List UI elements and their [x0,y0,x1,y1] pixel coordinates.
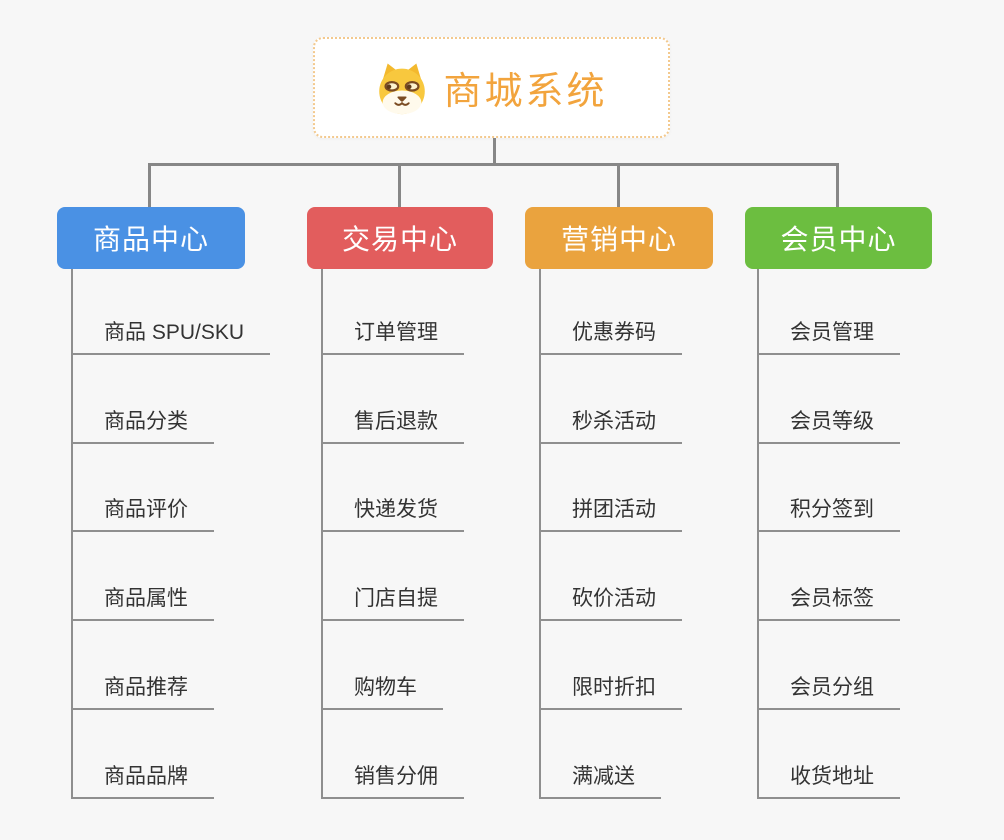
child-node[interactable]: 售后退款 [321,355,464,444]
child-node[interactable]: 积分签到 [757,444,900,533]
branch-children-trade: 订单管理 售后退款 快递发货 门店自提 购物车 销售分佣 [321,266,464,799]
connector-drop [617,165,620,208]
child-node[interactable]: 订单管理 [321,266,464,355]
child-node[interactable]: 购物车 [321,621,464,710]
child-label: 会员标签 [757,582,900,622]
child-label: 购物车 [321,671,443,710]
child-node[interactable]: 会员等级 [757,355,900,444]
doge-icon [375,61,429,115]
branch-node-member-center[interactable]: 会员中心 [745,207,932,269]
branch-node-product-center[interactable]: 商品中心 [57,207,245,269]
branch-children-marketing: 优惠券码 秒杀活动 拼团活动 砍价活动 限时折扣 满减送 [539,266,682,799]
child-node[interactable]: 商品 SPU/SKU [71,266,271,355]
branch-label: 商品中心 [92,224,209,255]
connector-bus [148,163,839,166]
child-label: 商品品牌 [71,760,214,799]
child-label: 积分签到 [757,493,900,533]
child-node[interactable]: 满减送 [539,710,682,799]
child-node[interactable]: 快递发货 [321,444,464,533]
branch-children-member: 会员管理 会员等级 积分签到 会员标签 会员分组 收货地址 [757,266,900,799]
child-node[interactable]: 商品品牌 [71,710,270,799]
child-node[interactable]: 限时折扣 [539,621,682,710]
child-node[interactable]: 收货地址 [757,710,900,799]
child-label: 商品评价 [71,493,214,533]
child-node[interactable]: 商品评价 [71,444,270,533]
child-label: 商品分类 [71,405,214,444]
branch-label: 交易中心 [341,224,458,255]
child-node[interactable]: 秒杀活动 [539,355,682,444]
child-label: 订单管理 [321,316,464,355]
branch-node-trade-center[interactable]: 交易中心 [307,207,493,269]
child-label: 拼团活动 [539,493,682,533]
child-label: 商品属性 [71,582,214,622]
connector-trunk [71,269,73,799]
child-label: 砍价活动 [539,582,682,622]
child-node[interactable]: 优惠券码 [539,266,682,355]
child-node[interactable]: 商品推荐 [71,621,270,710]
root-node[interactable]: 商城系统 [313,37,670,138]
connector-trunk [539,269,541,799]
child-label: 秒杀活动 [539,405,682,444]
child-label: 会员管理 [757,316,900,355]
child-label: 销售分佣 [321,760,464,799]
child-label: 会员等级 [757,405,900,444]
child-node[interactable]: 砍价活动 [539,532,682,622]
child-node[interactable]: 会员标签 [757,532,900,622]
root-label: 商城系统 [443,71,608,113]
connector-drop [398,165,401,208]
child-label: 收货地址 [757,760,900,799]
child-node[interactable]: 销售分佣 [321,710,464,799]
branch-label: 会员中心 [780,224,897,255]
child-label: 门店自提 [321,582,464,622]
child-label: 快递发货 [321,493,464,533]
connector-drop [148,165,151,208]
child-node[interactable]: 会员管理 [757,266,900,355]
child-label: 售后退款 [321,405,464,444]
child-node[interactable]: 商品属性 [71,532,270,622]
connector-trunk [757,269,759,799]
child-label: 会员分组 [757,671,900,710]
child-node[interactable]: 拼团活动 [539,444,682,533]
connector-root-stem [493,138,496,164]
branch-label: 营销中心 [560,224,677,255]
child-label: 商品 SPU/SKU [71,316,271,355]
branch-children-product: 商品 SPU/SKU 商品分类 商品评价 商品属性 商品推荐 商品品牌 [71,266,271,799]
branch-node-marketing-center[interactable]: 营销中心 [525,207,713,269]
child-label: 满减送 [539,760,661,799]
child-label: 优惠券码 [539,316,682,355]
child-node[interactable]: 门店自提 [321,532,464,622]
connector-trunk [321,269,323,799]
child-label: 商品推荐 [71,671,214,710]
connector-drop [836,165,839,208]
child-node[interactable]: 商品分类 [71,355,270,444]
child-node[interactable]: 会员分组 [757,621,900,710]
child-label: 限时折扣 [539,671,682,710]
